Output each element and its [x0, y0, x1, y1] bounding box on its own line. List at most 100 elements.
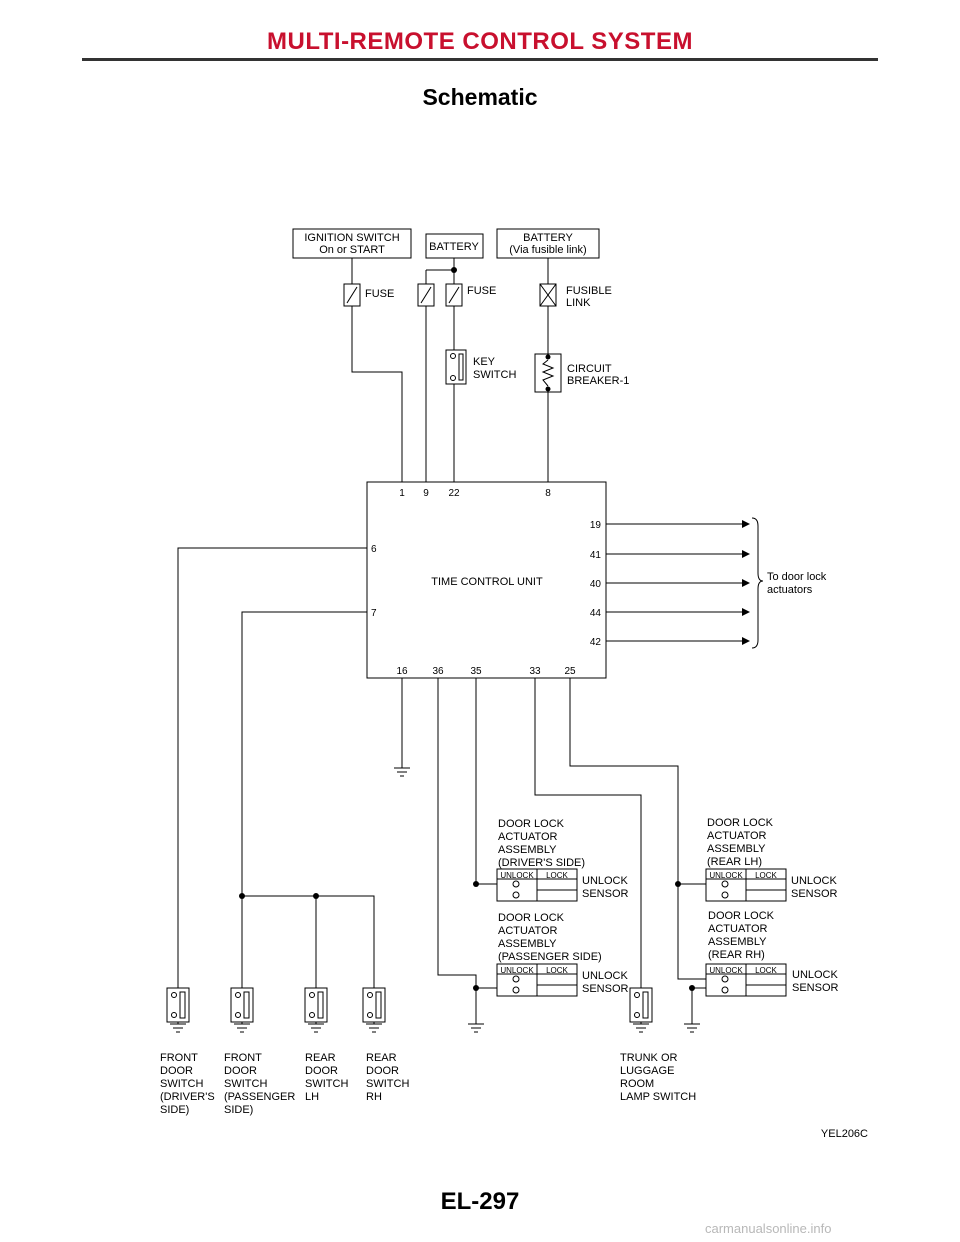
- ground-rear-lh: [307, 1023, 325, 1033]
- watermark: carmanualsonline.info: [705, 1221, 832, 1236]
- svg-text:IGNITION SWITCH: IGNITION SWITCH: [304, 232, 399, 244]
- circuit-breaker: CIRCUIT BREAKER-1: [534, 353, 629, 393]
- svg-text:DOOR LOCK: DOOR LOCK: [707, 817, 774, 829]
- svg-text:On or START: On or START: [319, 244, 385, 256]
- svg-text:25: 25: [564, 666, 576, 677]
- svg-text:SWITCH: SWITCH: [305, 1078, 348, 1090]
- svg-text:BREAKER-1: BREAKER-1: [567, 375, 629, 387]
- svg-text:35: 35: [470, 666, 482, 677]
- figure-code: YEL206C: [821, 1128, 868, 1140]
- svg-text:LOCK: LOCK: [755, 871, 777, 880]
- ground-front-passenger: [233, 1023, 251, 1033]
- svg-text:SWITCH: SWITCH: [224, 1078, 267, 1090]
- svg-text:To door lock: To door lock: [767, 571, 827, 583]
- svg-text:ROOM: ROOM: [620, 1078, 654, 1090]
- svg-text:DOOR LOCK: DOOR LOCK: [498, 818, 565, 830]
- ground-rear-rh-actuator: [683, 1023, 701, 1033]
- svg-text:SIDE): SIDE): [160, 1104, 189, 1116]
- svg-text:22: 22: [448, 488, 460, 499]
- fuse-battery-b: [445, 283, 463, 307]
- svg-text:REAR: REAR: [305, 1052, 336, 1064]
- fuse-ignition: [343, 283, 361, 307]
- label-trunk-lamp-switch: TRUNK OR LUGGAGE ROOM LAMP SWITCH: [620, 1052, 696, 1103]
- label-front-door-switch-passenger: FRONT DOOR SWITCH (PASSENGER SIDE): [224, 1052, 295, 1116]
- label-front-door-switch-driver: FRONT DOOR SWITCH (DRIVER'S SIDE): [160, 1052, 215, 1116]
- door-lock-actuators-note: To door lock actuators: [767, 571, 827, 596]
- svg-text:UNLOCK: UNLOCK: [582, 970, 629, 982]
- fusible-link: FUSIBLE LINK: [539, 283, 612, 309]
- svg-text:ASSEMBLY: ASSEMBLY: [498, 938, 557, 950]
- svg-text:16: 16: [396, 666, 408, 677]
- svg-text:actuators: actuators: [767, 584, 813, 596]
- svg-text:19: 19: [590, 520, 602, 531]
- svg-text:REAR: REAR: [366, 1052, 397, 1064]
- svg-text:LUGGAGE: LUGGAGE: [620, 1065, 674, 1077]
- svg-text:ASSEMBLY: ASSEMBLY: [707, 843, 766, 855]
- fuse-label: FUSE: [365, 288, 394, 300]
- svg-text:SENSOR: SENSOR: [792, 982, 839, 994]
- svg-text:BATTERY: BATTERY: [429, 241, 479, 253]
- rear-door-switch-lh-symbol: [304, 987, 328, 1023]
- fuse-battery-a: [417, 283, 435, 307]
- section-header: MULTI-REMOTE CONTROL SYSTEM: [267, 28, 693, 55]
- svg-text:LOCK: LOCK: [546, 966, 568, 975]
- actuator-rear-lh: DOOR LOCK ACTUATOR ASSEMBLY (REAR LH) UN…: [705, 817, 838, 902]
- svg-text:TRUNK OR: TRUNK OR: [620, 1052, 678, 1064]
- trunk-lamp-switch-symbol: [629, 987, 653, 1023]
- svg-text:SWITCH: SWITCH: [160, 1078, 203, 1090]
- actuator-driver: DOOR LOCK ACTUATOR ASSEMBLY (DRIVER'S SI…: [496, 818, 629, 902]
- svg-text:9: 9: [423, 488, 429, 499]
- svg-text:ACTUATOR: ACTUATOR: [707, 830, 767, 842]
- svg-text:(Via fusible link): (Via fusible link): [509, 244, 586, 256]
- ground-rear-rh: [365, 1023, 383, 1033]
- svg-text:DOOR LOCK: DOOR LOCK: [708, 910, 775, 922]
- svg-text:40: 40: [590, 579, 602, 590]
- svg-text:SWITCH: SWITCH: [473, 369, 516, 381]
- ground-passenger-actuator: [467, 1023, 485, 1033]
- svg-text:LOCK: LOCK: [546, 871, 568, 880]
- front-door-switch-passenger-symbol: [230, 987, 254, 1023]
- svg-text:42: 42: [590, 637, 602, 648]
- ground-tcu: [393, 767, 411, 777]
- output-arrows: [742, 520, 750, 645]
- svg-text:TIME CONTROL UNIT: TIME CONTROL UNIT: [431, 576, 543, 588]
- ignition-switch-box: IGNITION SWITCH On or START: [292, 228, 412, 259]
- front-door-switch-driver-symbol: [166, 987, 190, 1023]
- svg-text:ACTUATOR: ACTUATOR: [498, 925, 558, 937]
- wiring: [177, 258, 764, 1024]
- svg-text:6: 6: [371, 544, 377, 555]
- junction-dots: [239, 267, 695, 991]
- svg-text:36: 36: [432, 666, 444, 677]
- svg-text:UNLOCK: UNLOCK: [500, 871, 534, 880]
- svg-text:(DRIVER'S SIDE): (DRIVER'S SIDE): [498, 857, 585, 869]
- svg-text:FRONT: FRONT: [160, 1052, 198, 1064]
- svg-text:UNLOCK: UNLOCK: [709, 871, 743, 880]
- svg-text:UNLOCK: UNLOCK: [582, 875, 629, 887]
- svg-text:CIRCUIT: CIRCUIT: [567, 363, 612, 375]
- page-title: Schematic: [422, 84, 538, 110]
- svg-text:SWITCH: SWITCH: [366, 1078, 409, 1090]
- svg-text:BATTERY: BATTERY: [523, 232, 573, 244]
- svg-text:(REAR LH): (REAR LH): [707, 856, 762, 868]
- battery-box: BATTERY: [425, 233, 484, 259]
- ground-front-driver: [169, 1023, 187, 1033]
- svg-text:44: 44: [590, 608, 602, 619]
- label-rear-door-switch-rh: REAR DOOR SWITCH RH: [366, 1052, 409, 1103]
- svg-text:UNLOCK: UNLOCK: [791, 875, 838, 887]
- svg-text:FUSIBLE: FUSIBLE: [566, 285, 612, 297]
- svg-text:LH: LH: [305, 1091, 319, 1103]
- svg-text:DOOR LOCK: DOOR LOCK: [498, 912, 565, 924]
- svg-text:DOOR: DOOR: [366, 1065, 399, 1077]
- svg-text:33: 33: [529, 666, 541, 677]
- fuse-label-2: FUSE: [467, 285, 496, 297]
- svg-text:LINK: LINK: [566, 297, 591, 309]
- svg-text:SIDE): SIDE): [224, 1104, 253, 1116]
- page-number: EL-297: [440, 1188, 520, 1215]
- svg-text:(REAR RH): (REAR RH): [708, 949, 765, 961]
- svg-text:(PASSENGER: (PASSENGER: [224, 1091, 295, 1103]
- svg-text:1: 1: [399, 488, 405, 499]
- svg-text:LAMP SWITCH: LAMP SWITCH: [620, 1091, 696, 1103]
- svg-text:(DRIVER'S: (DRIVER'S: [160, 1091, 215, 1103]
- rear-door-switch-rh-symbol: [362, 987, 386, 1023]
- svg-text:UNLOCK: UNLOCK: [709, 966, 743, 975]
